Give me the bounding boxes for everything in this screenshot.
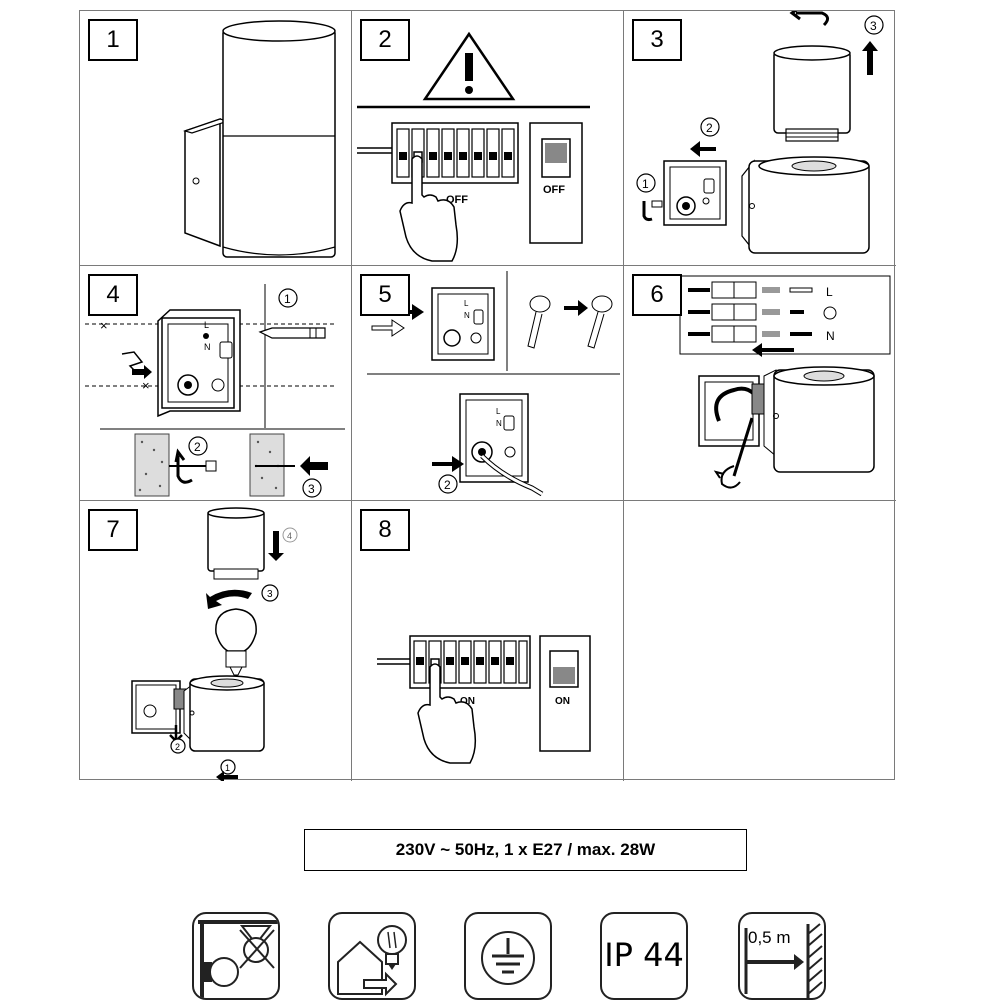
ceiling-mount-prohibited-icon [192,912,280,1000]
min-distance-icon: 0,5 m [738,912,826,1000]
svg-text:L: L [204,320,209,330]
svg-text:L: L [496,407,501,416]
step-3-number: 3 [632,19,682,61]
svg-text:N: N [826,329,835,343]
step-1-panel: 1 [80,11,352,266]
ip-rating-text: IP 44 [604,936,684,974]
step-7-number: 7 [88,509,138,551]
step-5-panel: 5 L N L N [352,266,624,501]
electrical-spec-text: 230V ~ 50Hz, 1 x E27 / max. 28W [395,840,656,859]
svg-text:2: 2 [444,478,451,492]
warning-triangle-icon [422,31,516,101]
outdoor-use-icon [328,912,416,1000]
switch-on-label: ON [555,696,570,707]
wiring-illustration: L N [679,275,891,489]
ip-rating-icon: IP 44 [600,912,688,1000]
hand-pointer-icon [417,663,477,764]
svg-text:3: 3 [870,19,877,33]
step-2-number: 2 [360,19,410,61]
svg-text:4: 4 [287,531,292,541]
step-5-number: 5 [360,274,410,316]
svg-text:1: 1 [642,177,649,191]
svg-text:2: 2 [706,121,713,135]
svg-text:1: 1 [225,763,230,773]
drilling-illustration: × × L N 1 [85,284,345,498]
step-6-number: 6 [632,274,682,316]
min-distance-text: 0,5 m [748,928,791,947]
step-4-number: 4 [88,274,138,316]
svg-text:2: 2 [175,742,180,752]
step-2-panel: 2 [352,11,624,266]
breaker-panel [357,122,519,184]
instruction-grid: 1 2 [79,10,896,781]
svg-text:×: × [142,378,150,393]
power-off-illustration: OFF OFF [357,31,590,262]
hand-pointer-icon [399,155,459,262]
disassembly-illustration: 3 2 1 [636,11,884,254]
svg-text:N: N [496,419,502,428]
svg-text:N: N [204,342,211,352]
step-8-number: 8 [360,509,410,551]
reassembly-illustration: 4 3 2 1 [131,507,298,781]
breaker-on-label: ON [460,696,475,707]
svg-text:2: 2 [194,440,201,454]
svg-text:1: 1 [284,292,291,306]
step-7-panel: 7 4 3 2 1 [80,501,352,781]
step-8-panel: 8 ON ON [352,501,624,781]
step-1-number: 1 [88,19,138,61]
step-4-panel: 4 × × L N 1 [80,266,352,501]
electrical-spec-box: 230V ~ 50Hz, 1 x E27 / max. 28W [304,829,747,871]
empty-panel [624,501,896,781]
step-3-panel: 3 3 2 1 [624,11,896,266]
switch-box: OFF [529,122,583,244]
svg-text:L: L [464,299,469,308]
svg-text:L: L [826,285,833,299]
power-on-illustration: ON ON [377,635,591,764]
svg-text:×: × [100,318,108,333]
svg-text:3: 3 [308,482,315,496]
step-6-panel: 6 L N [624,266,896,501]
svg-text:N: N [464,311,470,320]
protective-earth-icon [464,912,552,1000]
cable-entry-illustration: L N L N 2 [367,271,620,497]
svg-text:3: 3 [267,589,273,600]
wall-lamp-illustration [182,20,336,258]
switch-off-label: OFF [543,184,565,196]
